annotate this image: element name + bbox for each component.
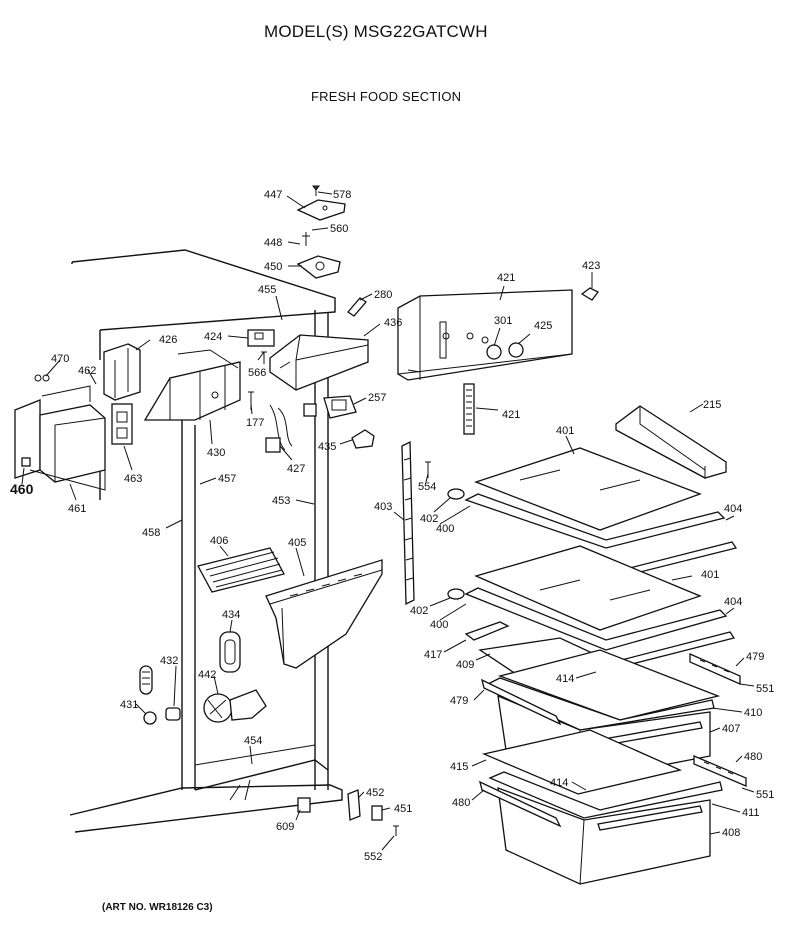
callout-405: 405	[288, 537, 306, 549]
callout-457: 457	[218, 473, 236, 485]
callout-421-strip: 421	[502, 409, 520, 421]
relay-small	[303, 403, 317, 417]
callout-423: 423	[582, 260, 600, 272]
callout-430: 430	[207, 447, 225, 459]
diagram-title: MODEL(S) MSG22GATCWH	[264, 22, 488, 41]
callout-554: 554	[418, 481, 436, 493]
callout-454: 454	[244, 735, 262, 747]
control-bracket	[143, 349, 241, 421]
callout-421-top: 421	[497, 272, 515, 284]
door-switch	[247, 329, 275, 347]
callout-551-upper: 551	[756, 683, 774, 695]
callout-257: 257	[368, 392, 386, 404]
callout-458: 458	[142, 527, 160, 539]
callout-280: 280	[374, 289, 392, 301]
callout-432: 432	[160, 655, 178, 667]
callout-455: 455	[258, 284, 276, 296]
callout-425: 425	[534, 320, 552, 332]
air-duct	[265, 559, 383, 669]
callout-414-upper: 414	[556, 673, 574, 685]
callout-566: 566	[248, 367, 266, 379]
callout-450: 450	[264, 261, 282, 273]
callout-215: 215	[703, 399, 721, 411]
callout-551-lower: 551	[756, 789, 774, 801]
callout-426: 426	[159, 334, 177, 346]
leader-lines	[21, 191, 755, 851]
callout-401-lower: 401	[701, 569, 719, 581]
lower-small-parts	[297, 789, 399, 836]
lower-crisper-drawer	[479, 729, 747, 885]
callout-560: 560	[330, 223, 348, 235]
shelf-ladder	[401, 440, 415, 606]
callout-400-lower: 400	[430, 619, 448, 631]
control-panel	[397, 289, 573, 381]
callout-407: 407	[722, 723, 740, 735]
callout-414-lower: 414	[550, 777, 568, 789]
wire-harness	[265, 404, 293, 453]
light-cover-assembly	[296, 185, 346, 279]
callout-417: 417	[424, 649, 442, 661]
callout-415: 415	[450, 761, 468, 773]
callout-436: 436	[384, 317, 402, 329]
callout-463: 463	[124, 473, 142, 485]
section-subtitle: FRESH FOOD SECTION	[311, 89, 462, 104]
knob-423	[580, 287, 599, 301]
door-hinge-assembly	[14, 374, 106, 491]
callout-427: 427	[287, 463, 305, 475]
callout-552: 552	[364, 851, 382, 863]
callout-609: 609	[276, 821, 294, 833]
callout-480-right: 480	[744, 751, 762, 763]
callout-401-upper: 401	[556, 425, 574, 437]
light-housing	[269, 334, 369, 391]
callout-404-upper: 404	[724, 503, 742, 515]
callout-431: 431	[120, 699, 138, 711]
callout-406: 406	[210, 535, 228, 547]
middle-shelf	[447, 545, 736, 671]
callout-461: 461	[68, 503, 86, 515]
callout-578: 578	[333, 189, 351, 201]
callout-402-lower: 402	[410, 605, 428, 617]
hinge-bracket	[103, 343, 141, 401]
shelf-bin	[615, 405, 727, 479]
callout-447: 447	[264, 189, 282, 201]
defrost-timer	[323, 395, 357, 419]
control-knobs	[486, 342, 524, 360]
callout-409: 409	[456, 659, 474, 671]
callout-448: 448	[264, 237, 282, 249]
callout-470: 470	[51, 353, 69, 365]
callout-479-right: 479	[746, 651, 764, 663]
callout-301: 301	[494, 315, 512, 327]
callout-442: 442	[198, 669, 216, 681]
clip-463	[111, 403, 133, 445]
callout-452: 452	[366, 787, 384, 799]
callout-403: 403	[374, 501, 392, 513]
art-number: (ART NO. WR18126 C3)	[102, 902, 213, 913]
fan-motor-parts	[139, 631, 267, 725]
callout-434: 434	[222, 609, 240, 621]
screw-566	[261, 351, 267, 364]
callout-451: 451	[394, 803, 412, 815]
callout-424: 424	[204, 331, 222, 343]
callout-435: 435	[318, 441, 336, 453]
callout-460: 460	[10, 481, 34, 497]
callout-400-upper: 400	[436, 523, 454, 535]
temperature-label-strip	[463, 383, 475, 435]
air-grille	[197, 547, 285, 593]
part-435	[351, 429, 375, 449]
callout-404-lower: 404	[724, 596, 742, 608]
callout-410: 410	[744, 707, 762, 719]
callout-labels: 447 578 448 560 450 455 280 421 423 436 …	[10, 189, 774, 863]
light-bulb	[347, 297, 367, 317]
callout-177: 177	[246, 417, 264, 429]
callout-408: 408	[722, 827, 740, 839]
callout-453: 453	[272, 495, 290, 507]
callout-480-left: 480	[452, 797, 470, 809]
callout-479-left: 479	[450, 695, 468, 707]
callout-411: 411	[742, 807, 760, 819]
callout-402-upper: 402	[420, 513, 438, 525]
callout-462: 462	[78, 365, 96, 377]
